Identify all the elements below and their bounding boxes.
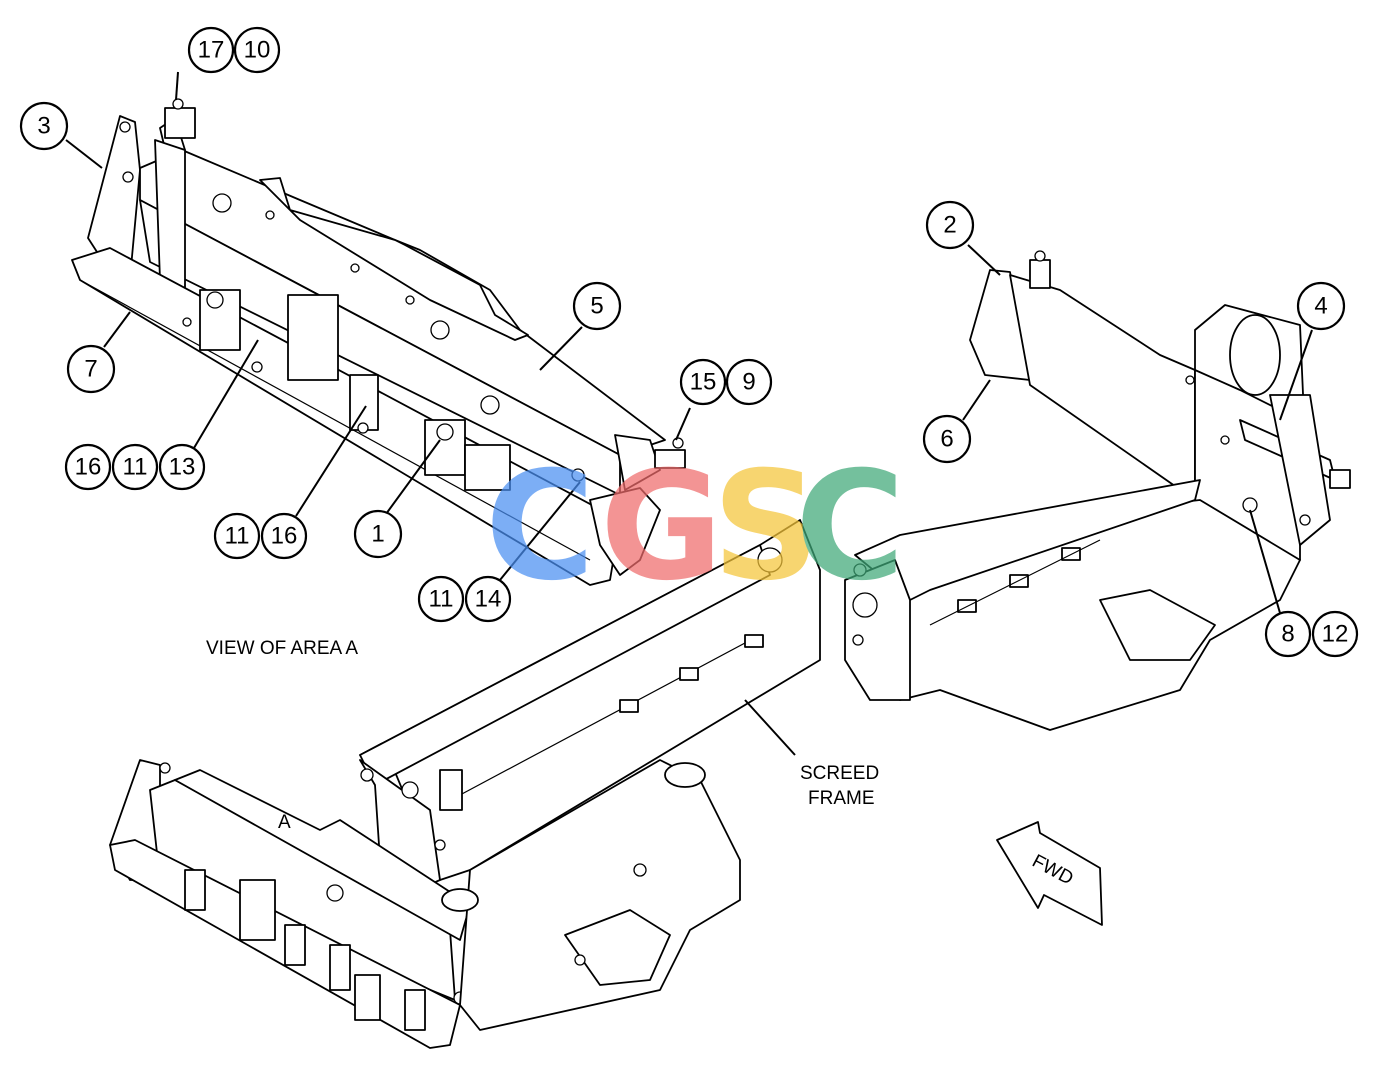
leader-lines [65,71,1313,756]
svg-text:8: 8 [1281,621,1294,648]
svg-text:11: 11 [123,454,148,481]
svg-text:1: 1 [371,521,384,548]
callout-3: 3 [19,101,69,151]
callout-13: 13 [158,443,206,491]
svg-text:11: 11 [429,586,454,613]
svg-text:6: 6 [940,426,953,453]
svg-text:10: 10 [244,37,271,64]
callout-2: 2 [925,200,975,250]
svg-text:16: 16 [271,523,298,550]
watermark-letter-g: G [600,440,723,614]
callout-16: 16 [64,443,112,491]
callout-15: 15 [679,358,727,406]
svg-text:2: 2 [943,212,956,239]
screed-frame-beam [359,519,821,901]
callout-10: 10 [233,26,281,74]
callout-11: 11 [111,443,159,491]
svg-text:13: 13 [169,454,196,481]
callout-6: 6 [922,414,972,464]
svg-text:7: 7 [84,356,97,383]
screed-frame-label-line1: SCREED [800,763,879,784]
watermark-letter-c2: C [795,440,905,614]
svg-text:4: 4 [1314,293,1327,320]
cgsc-watermark: C G S C [485,440,905,614]
watermark-letter-s: S [712,440,820,614]
screed-frame-label-line2: FRAME [808,788,875,809]
callout-9: 9 [725,358,773,406]
svg-text:14: 14 [475,586,502,613]
svg-text:12: 12 [1322,621,1349,648]
svg-text:17: 17 [198,37,225,64]
callout-11: 11 [213,512,261,560]
right-end-assembly [844,250,1351,731]
svg-text:3: 3 [37,113,50,140]
forward-direction-arrow: FWD [996,821,1103,926]
svg-text:16: 16 [75,454,102,481]
callout-1: 1 [353,509,403,559]
svg-text:5: 5 [590,293,603,320]
view-of-area-a-label: VIEW OF AREA A [206,638,358,659]
callout-5: 5 [572,281,622,331]
svg-text:15: 15 [690,369,717,396]
area-a-frame-assembly [71,98,686,586]
callout-7: 7 [66,344,116,394]
watermark-letter-c1: C [485,440,595,614]
svg-text:11: 11 [225,523,250,550]
callout-11: 11 [417,575,465,623]
callout-8: 8 [1264,610,1312,658]
svg-text:9: 9 [742,369,755,396]
callout-12: 12 [1311,610,1359,658]
area-a-marker: A [278,812,291,833]
callout-17: 17 [187,26,235,74]
callout-4: 4 [1296,281,1346,331]
callout-16: 16 [260,512,308,560]
callout-14: 14 [464,575,512,623]
area-a-lower-assembly [109,759,741,1049]
